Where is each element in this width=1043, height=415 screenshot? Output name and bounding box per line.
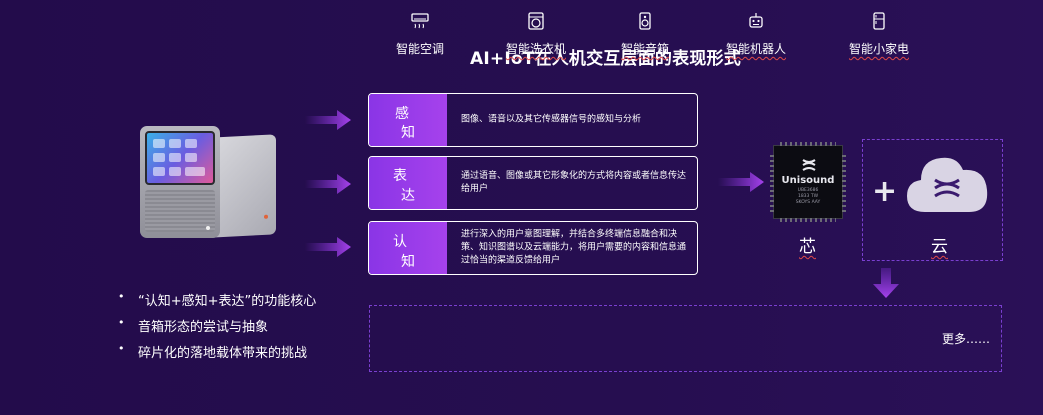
- feature-description: 通过语音、图像或其它形象化的方式将内容或者信息传达给用户: [461, 171, 687, 194]
- arrow-right-icon: [305, 110, 351, 130]
- bullet-item: “认知+感知+表达”的功能核心: [118, 290, 316, 316]
- device-item-small-appliance: 智能小家电: [849, 9, 909, 59]
- device-name: 智能洗衣机: [505, 42, 567, 56]
- feature-label: 感 知: [369, 94, 447, 146]
- cloud-icon: [907, 157, 988, 212]
- smart-device-panel: [369, 305, 1002, 372]
- feature-row-perception: 感 知 图像、语音以及其它传感器信号的感知与分析: [368, 93, 698, 147]
- feature-label: 表 达: [369, 157, 447, 209]
- feature-label-char: 知: [401, 125, 415, 141]
- chip-caption: 芯: [799, 237, 816, 257]
- cloud-panel: [862, 139, 1003, 261]
- device-name: 智能小家电: [848, 42, 910, 56]
- feature-label-char: 知: [401, 254, 415, 270]
- device-screen: [145, 131, 215, 185]
- robot-icon: [749, 13, 763, 28]
- feature-row-cognition: 认 知 进行深入的用户意图理解，并结合多终端信息融合和决策、知识图谱以及云端能力…: [368, 221, 698, 275]
- speaker-icon: [639, 12, 651, 30]
- bullet-item: 碎片化的落地载体带来的挑战: [118, 342, 316, 368]
- feature-label-char: 感: [395, 106, 409, 122]
- device-item-air-conditioner: 智能空调: [395, 9, 445, 59]
- washing-machine-icon: [528, 12, 544, 30]
- bullet-item: 音箱形态的尝试与抽象: [118, 316, 316, 342]
- more-devices-label: 更多……: [942, 332, 991, 346]
- speaker-grill: [145, 190, 215, 232]
- arrow-right-icon: [718, 172, 764, 192]
- fridge-icon: [873, 12, 885, 30]
- arrow-right-icon: [305, 174, 351, 194]
- feature-label-char: 达: [401, 188, 415, 204]
- cloud-caption: 云: [931, 237, 948, 257]
- device-name: 智能音箱: [620, 42, 670, 56]
- speaker-screen-device: [140, 126, 220, 238]
- feature-label-char: 表: [393, 168, 407, 184]
- chip-markings: UBE3686 1833 TW SKOYS AAY: [795, 188, 821, 205]
- device-item-speaker: 智能音箱: [620, 9, 670, 59]
- feature-label: 认 知: [369, 222, 447, 274]
- feature-description: 进行深入的用户意图理解，并结合多终端信息融合和决策、知识图谱以及云端能力，将用户…: [461, 229, 687, 266]
- feature-row-expression: 表 达 通过语音、图像或其它形象化的方式将内容或者信息传达给用户: [368, 156, 698, 210]
- device-name: 智能空调: [395, 42, 445, 56]
- device-name: 智能机器人: [725, 42, 787, 56]
- bullet-list: “认知+感知+表达”的功能核心 音箱形态的尝试与抽象 碎片化的落地载体带来的挑战: [118, 290, 316, 368]
- device-item-robot: 智能机器人: [726, 9, 786, 59]
- slide-title: AI+IoT在人机交互层面的表现形式: [470, 49, 741, 69]
- air-conditioner-icon: [411, 13, 429, 29]
- smart-speaker-illustration: [110, 120, 290, 250]
- arrow-right-icon: [305, 237, 351, 257]
- feature-label-char: 认: [393, 234, 407, 250]
- plus-icon: +: [872, 174, 898, 209]
- unisound-logo-icon: [802, 159, 816, 171]
- arrow-down-icon: [873, 268, 899, 298]
- chip-image: Unisound UBE3686 1833 TW SKOYS AAY: [770, 142, 846, 222]
- device-item-washing-machine: 智能洗衣机: [506, 9, 566, 59]
- chip-brand: Unisound: [781, 175, 835, 186]
- feature-description: 图像、语音以及其它传感器信号的感知与分析: [461, 114, 642, 125]
